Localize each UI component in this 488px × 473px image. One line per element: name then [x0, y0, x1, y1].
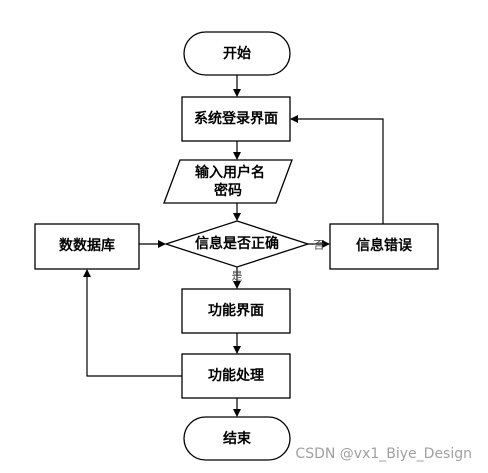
function-ui-box [181, 288, 291, 334]
end-label: 结束 [223, 430, 252, 447]
function-ui-label: 功能界面 [208, 302, 264, 319]
input-label-line2: 密码 [213, 182, 242, 199]
input-label-line1: 输入用户名 [195, 164, 265, 181]
edge-label-yes: 是 [232, 270, 243, 283]
start-label: 开始 [223, 45, 251, 62]
input-parallelogram [163, 159, 293, 204]
edge-label-no: 否 [314, 239, 325, 252]
watermark-text: CSDN @vx1_Biye_Design [295, 446, 472, 462]
database-label: 数数据库 [59, 237, 115, 254]
function-process-label: 功能处理 [208, 367, 264, 384]
login-process-box [181, 96, 291, 142]
arrow-process-to-database [83, 269, 182, 377]
error-box [329, 223, 439, 270]
arrow-error-to-login [290, 115, 384, 224]
decision-label: 信息是否正确 [195, 235, 279, 252]
login-label: 系统登录界面 [194, 110, 278, 127]
database-box [34, 223, 140, 270]
error-label: 信息错误 [356, 237, 413, 254]
end-terminal [183, 416, 291, 461]
